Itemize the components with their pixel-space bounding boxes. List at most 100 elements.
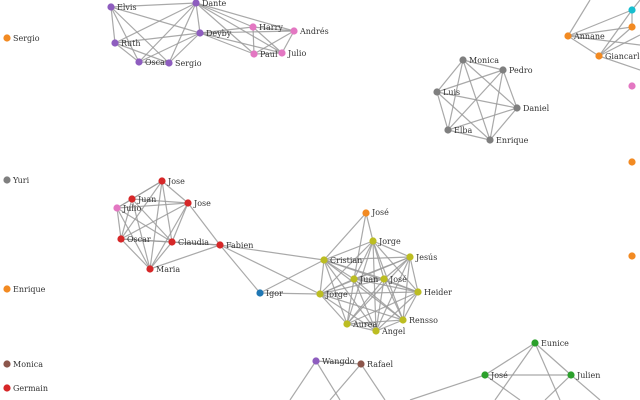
node-jose5[interactable]: José [481,371,508,380]
node-daniel[interactable]: Daniel [513,104,550,113]
node-dot[interactable] [216,241,224,249]
node-maria[interactable]: Maria [146,265,180,274]
node-dot[interactable] [278,49,286,57]
node-giancarlo[interactable]: Giancarlo [595,52,640,61]
node-dot[interactable] [320,256,328,264]
node-rensso[interactable]: Rensso [399,316,438,325]
node-fabien[interactable]: Fabien [216,241,253,250]
node-edge_tr3[interactable] [628,82,636,90]
node-dot[interactable] [290,27,298,35]
node-dot[interactable] [567,371,575,379]
node-dot[interactable] [249,23,257,31]
node-deyby[interactable]: Deyby [196,29,232,38]
node-edge_r2[interactable] [628,252,636,260]
node-andres[interactable]: Andrés [290,27,329,36]
node-jorge1[interactable]: Jorge [369,237,401,246]
node-heider[interactable]: Heider [414,288,452,297]
node-dot[interactable] [256,289,264,297]
node-dot[interactable] [444,126,452,134]
node-dot[interactable] [3,34,11,42]
node-dot[interactable] [628,23,636,31]
node-dot[interactable] [628,82,636,90]
node-elvis[interactable]: Elvis [107,3,137,12]
node-dot[interactable] [372,327,380,335]
node-elba[interactable]: Elba [444,126,473,135]
node-dot[interactable] [3,360,11,368]
node-enrique1[interactable]: Enrique [486,136,529,145]
node-dot[interactable] [433,88,441,96]
node-dot[interactable] [111,39,119,47]
node-luis[interactable]: Luis [433,88,460,97]
node-dot[interactable] [459,56,467,64]
node-monica1[interactable]: Monica [459,56,499,65]
node-dot[interactable] [312,357,320,365]
node-germain[interactable]: Germain [3,384,48,393]
node-dot[interactable] [3,176,11,184]
node-sergio1[interactable]: Sergio [165,59,202,68]
node-ruth[interactable]: Ruth [111,39,141,48]
node-oscar1[interactable]: Oscar [135,58,169,67]
node-yuri[interactable]: Yuri [3,176,30,185]
node-sergio2[interactable]: Sergio [3,34,40,43]
node-edge_tr1[interactable] [628,6,636,14]
node-dot[interactable] [513,104,521,112]
node-dot[interactable] [113,204,121,212]
node-dot[interactable] [369,237,377,245]
node-pedro[interactable]: Pedro [499,66,533,75]
node-dot[interactable] [107,3,115,11]
node-dot[interactable] [628,6,636,14]
node-dot[interactable] [628,158,636,166]
node-dot[interactable] [117,235,125,243]
node-julien[interactable]: Julien [567,371,600,380]
node-harry[interactable]: Harry [249,23,283,32]
node-monica2[interactable]: Monica [3,360,43,369]
node-dot[interactable] [628,252,636,260]
node-dot[interactable] [196,29,204,37]
node-edge_r1[interactable] [628,158,636,166]
node-julio1[interactable]: Julio [278,49,306,58]
node-dot[interactable] [192,0,200,7]
node-dot[interactable] [486,136,494,144]
node-dot[interactable] [3,285,11,293]
node-rafael[interactable]: Rafael [357,360,393,369]
node-dot[interactable] [316,290,324,298]
node-dot[interactable] [168,238,176,246]
node-dot[interactable] [399,316,407,324]
node-dot[interactable] [380,275,388,283]
node-julio2[interactable]: Julio [113,204,141,213]
node-paul[interactable]: Paul [250,50,278,59]
node-dot[interactable] [406,253,414,261]
node-jose4[interactable]: José [380,275,407,284]
node-dot[interactable] [3,384,11,392]
node-edge_tr2[interactable] [628,23,636,31]
node-dot[interactable] [414,288,422,296]
node-jose2[interactable]: Jose [184,199,211,208]
node-dot[interactable] [250,50,258,58]
node-angel[interactable]: Angel [372,327,406,336]
node-eunice[interactable]: Eunice [531,339,569,348]
node-dot[interactable] [184,199,192,207]
node-cristian[interactable]: Cristian [320,256,362,265]
node-dot[interactable] [128,195,136,203]
node-jose3[interactable]: José [362,208,389,217]
node-aurea[interactable]: Aurea [343,320,377,329]
node-dot[interactable] [146,265,154,273]
node-dot[interactable] [135,58,143,66]
node-jesus[interactable]: Jesús [406,253,437,262]
node-wangdo[interactable]: Wangdo [312,357,355,366]
node-dot[interactable] [564,32,572,40]
node-enrique2[interactable]: Enrique [3,285,46,294]
node-dante[interactable]: Dante [192,0,227,8]
node-annane[interactable]: Annane [564,32,605,41]
node-dot[interactable] [350,275,358,283]
node-juan2[interactable]: Juan [350,275,378,284]
node-dot[interactable] [499,66,507,74]
node-dot[interactable] [357,360,365,368]
node-dot[interactable] [595,52,603,60]
node-dot[interactable] [158,177,166,185]
node-claudia[interactable]: Claudia [168,238,209,247]
node-jorge2[interactable]: Jorge [316,290,348,299]
node-jose1[interactable]: Jose [158,177,185,186]
node-oscar2[interactable]: Oscar [117,235,151,244]
node-dot[interactable] [165,59,173,67]
